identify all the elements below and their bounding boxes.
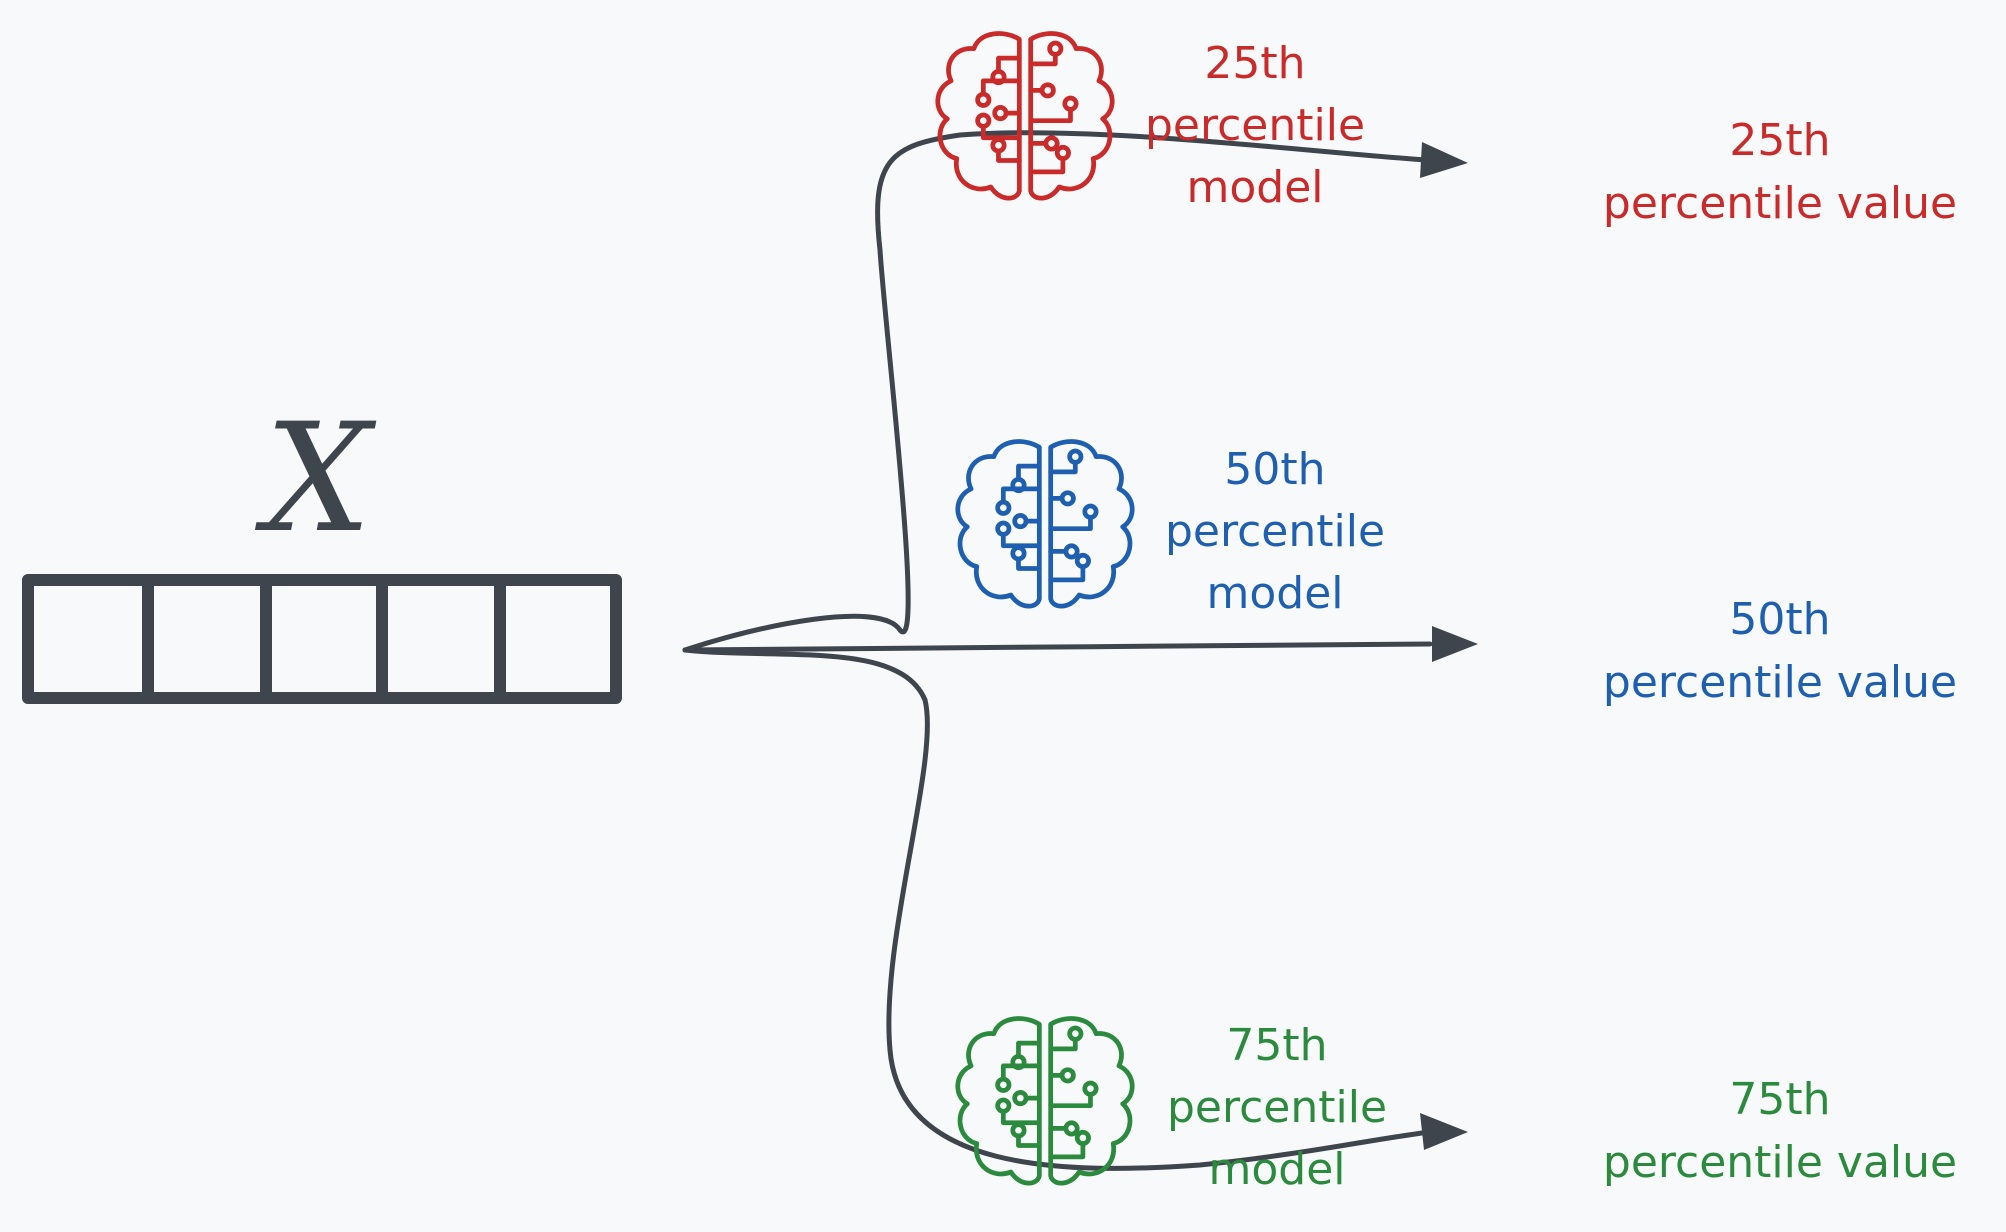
model-label-line: 50th: [1224, 444, 1325, 495]
brain-circuit-icon: [958, 442, 1132, 607]
model-label-line: 25th: [1204, 38, 1305, 89]
input-vector: [22, 574, 622, 704]
value-label-line: percentile value: [1603, 178, 1957, 229]
arrow-to-25th: [682, 130, 1428, 653]
arrow-to-75th: [682, 647, 1433, 1171]
model-label-50th: 50th percentile model: [1165, 444, 1385, 619]
input-vector-outline: [22, 574, 622, 704]
value-label-line: 50th: [1729, 594, 1830, 645]
brain-circuit-icon: [958, 1019, 1132, 1184]
arrowhead-50th: [1432, 626, 1478, 662]
model-label-line: percentile: [1167, 1082, 1387, 1133]
value-label-line: 75th: [1729, 1074, 1830, 1125]
model-label-line: percentile: [1165, 506, 1385, 557]
model-label-line: model: [1186, 162, 1323, 213]
value-label-line: percentile value: [1603, 657, 1957, 708]
model-label-25th: 25th percentile model: [1145, 38, 1365, 213]
arrowhead-25th: [1420, 142, 1468, 178]
brain-circuit-icon: [938, 34, 1112, 199]
input-variable-label: X: [255, 392, 377, 566]
value-label-75th: 75th percentile value: [1603, 1074, 1957, 1188]
model-label-line: model: [1206, 568, 1343, 619]
value-label-line: percentile value: [1603, 1137, 1957, 1188]
model-label-line: percentile: [1145, 100, 1365, 151]
model-label-line: model: [1208, 1144, 1345, 1195]
model-label-75th: 75th percentile model: [1167, 1020, 1387, 1195]
value-label-50th: 50th percentile value: [1603, 594, 1957, 708]
value-label-line: 25th: [1729, 115, 1830, 166]
model-label-line: 75th: [1226, 1020, 1327, 1071]
value-label-25th: 25th percentile value: [1603, 115, 1957, 229]
arrow-to-50th: [682, 641, 1433, 653]
arrowhead-75th: [1420, 1113, 1468, 1150]
